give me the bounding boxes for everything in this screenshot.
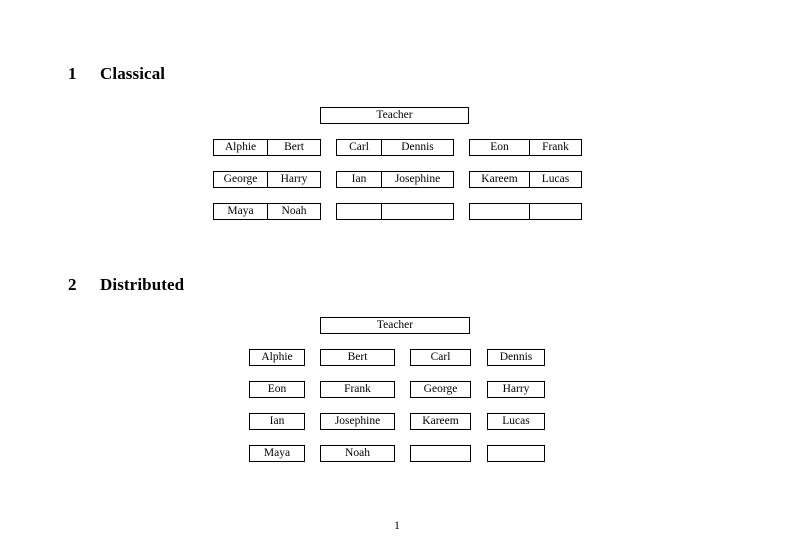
box-ian: Ian xyxy=(249,413,305,430)
section-number: 2 xyxy=(68,275,77,294)
cell-empty-middle-1 xyxy=(337,204,381,219)
box-maya: Maya xyxy=(249,445,305,462)
cell-carl: Carl xyxy=(349,141,369,153)
teacher-box-classical: Teacher xyxy=(320,107,469,124)
cell-alphie: Alphie xyxy=(224,141,257,153)
cell-group-classical-left-row2: George Harry xyxy=(213,171,321,188)
cell-ian: Ian xyxy=(351,173,367,185)
cell-eon: Eon xyxy=(490,141,509,153)
cell-dennis: Dennis xyxy=(381,140,453,155)
teacher-box-distributed: Teacher xyxy=(320,317,470,334)
box-noah: Noah xyxy=(320,445,395,462)
box-harry: Harry xyxy=(487,381,545,398)
section-title: Distributed xyxy=(100,275,185,294)
cell-empty-right-2 xyxy=(529,204,581,219)
page-number: 1 xyxy=(394,520,400,532)
cell-empty-right-1 xyxy=(470,204,529,219)
box-kareem: Kareem xyxy=(410,413,471,430)
cell-kareem: Kareem xyxy=(481,173,518,185)
cell-bert: Bert xyxy=(267,140,320,155)
box-carl: Carl xyxy=(410,349,471,366)
cell-frank: Frank xyxy=(529,140,581,155)
box-empty-distributed-2 xyxy=(487,445,545,462)
cell-group-classical-left-row3: Maya Noah xyxy=(213,203,321,220)
section-heading-distributed: 2 Distributed xyxy=(68,275,184,295)
box-alphie: Alphie xyxy=(249,349,305,366)
cell-group-classical-middle-row3 xyxy=(336,203,454,220)
cell-harry: Harry xyxy=(267,172,320,187)
box-josephine: Josephine xyxy=(320,413,395,430)
box-empty-distributed-1 xyxy=(410,445,471,462)
cell-noah: Noah xyxy=(267,204,320,219)
cell-group-classical-right-row3 xyxy=(469,203,582,220)
cell-group-classical-right-row2: Kareem Lucas xyxy=(469,171,582,188)
box-frank: Frank xyxy=(320,381,395,398)
section-title: Classical xyxy=(100,64,166,83)
cell-group-classical-middle-row2: Ian Josephine xyxy=(336,171,454,188)
cell-josephine: Josephine xyxy=(381,172,453,187)
box-eon: Eon xyxy=(249,381,305,398)
section-number: 1 xyxy=(68,64,77,83)
section-heading-classical: 1 Classical xyxy=(68,64,165,84)
box-lucas: Lucas xyxy=(487,413,545,430)
cell-group-classical-middle-row1: Carl Dennis xyxy=(336,139,454,156)
box-bert: Bert xyxy=(320,349,395,366)
cell-lucas: Lucas xyxy=(529,172,581,187)
box-dennis: Dennis xyxy=(487,349,545,366)
cell-group-classical-left-row1: Alphie Bert xyxy=(213,139,321,156)
cell-george: George xyxy=(223,173,258,185)
box-george: George xyxy=(410,381,471,398)
cell-empty-middle-2 xyxy=(381,204,453,219)
cell-group-classical-right-row1: Eon Frank xyxy=(469,139,582,156)
cell-maya: Maya xyxy=(227,205,254,217)
